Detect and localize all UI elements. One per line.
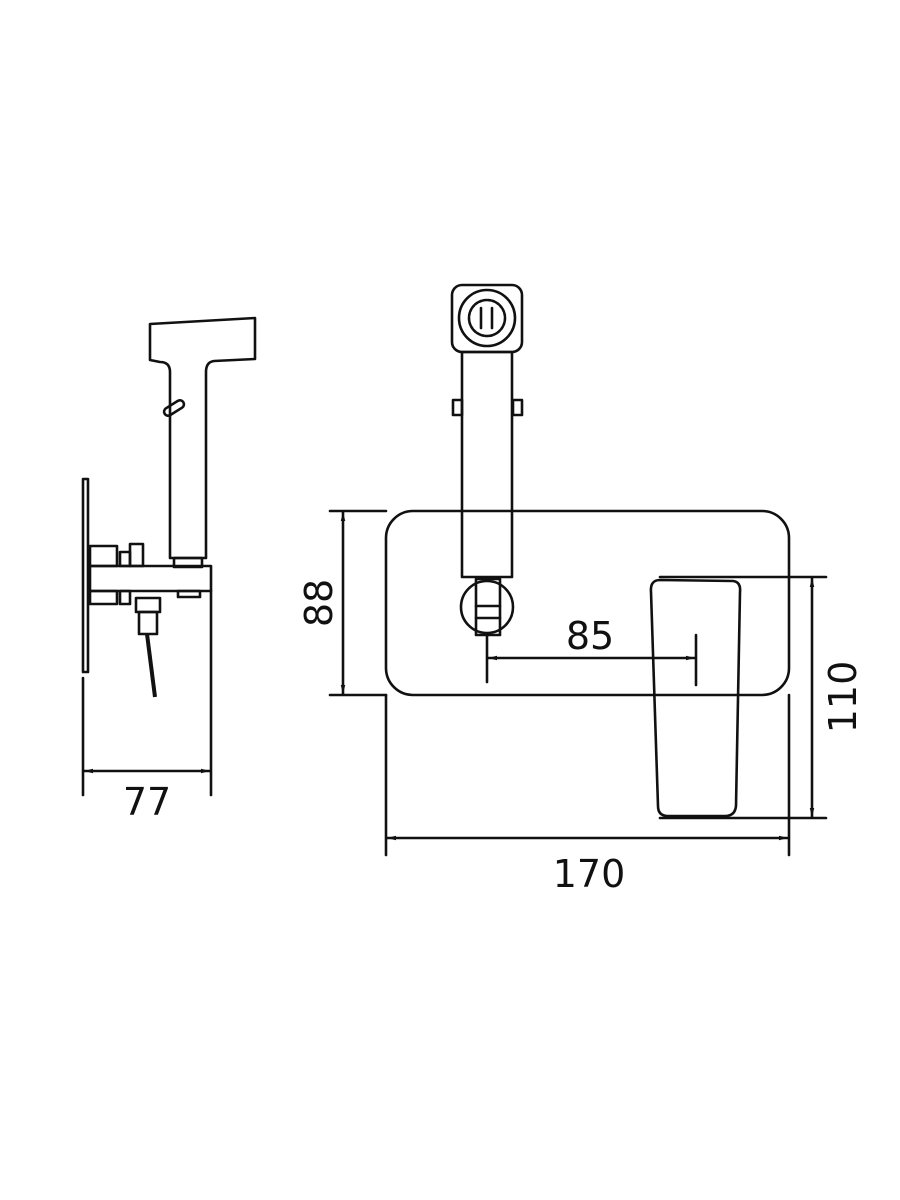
cartridge: [134, 596, 162, 614]
wall-plate: [81, 477, 90, 674]
hose: [145, 633, 157, 698]
dim-170-label: 170: [553, 852, 626, 896]
dim-110-label: 110: [821, 661, 865, 734]
outlet-connector: [459, 579, 515, 635]
dim-88-label: 88: [297, 579, 341, 627]
dim-85-label: 85: [566, 614, 614, 658]
mixer-lever: [649, 578, 742, 818]
dimension-lever-height: 110: [658, 575, 865, 820]
shower-handle: [460, 350, 514, 579]
mixer-body: [88, 564, 213, 593]
dimension-plate-width: 170: [384, 693, 791, 896]
dim-77-label: 77: [123, 780, 171, 824]
hand-shower: [148, 316, 257, 560]
front-view: [384, 283, 791, 818]
shower-head: [450, 283, 524, 354]
dimension-depth: 77: [81, 589, 213, 824]
valve-block-top: [88, 544, 119, 568]
dimension-plate-height: 88: [297, 509, 388, 697]
dimension-outlet-lever: 85: [485, 614, 698, 687]
cover-plate: [384, 509, 791, 697]
side-view: [81, 316, 257, 698]
trigger: [162, 398, 186, 418]
